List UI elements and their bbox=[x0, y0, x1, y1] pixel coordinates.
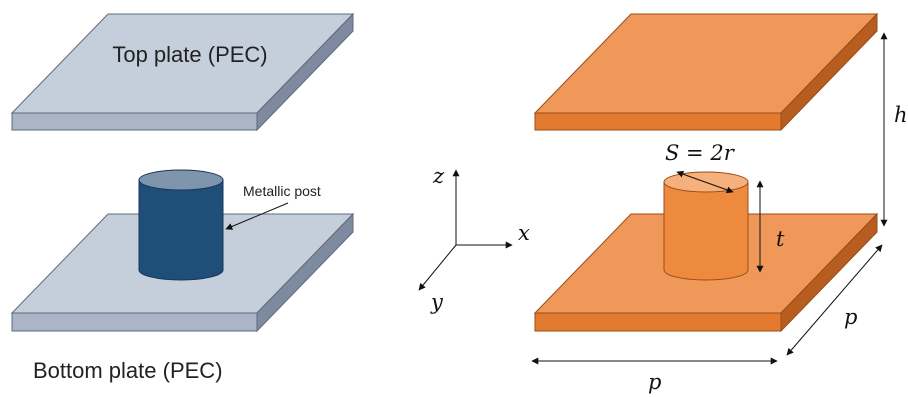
post-callout-arrow bbox=[225, 202, 289, 230]
diameter-label: S = 2r bbox=[665, 141, 736, 165]
metallic-post-blue bbox=[138, 169, 224, 281]
y-axis-line bbox=[418, 244, 457, 291]
metallic-post-blue-top bbox=[138, 169, 224, 191]
bottom-plate-orange-front-face bbox=[534, 312, 782, 332]
period-bottom-label: p bbox=[648, 370, 661, 394]
top-plate-orange bbox=[533, 12, 879, 132]
gap-height-label: h bbox=[894, 103, 908, 127]
coordinate-axes bbox=[418, 169, 513, 291]
top-plate-orange-side-face bbox=[780, 12, 878, 132]
metallic-post-blue-body bbox=[138, 179, 224, 281]
top-plate-label: Top plate (PEC) bbox=[112, 42, 267, 67]
top-plate-grey bbox=[10, 12, 355, 132]
bottom-plate-grey-front-face bbox=[11, 312, 258, 332]
post-label: Metallic post bbox=[243, 183, 321, 199]
top-plate-grey-side-face bbox=[256, 12, 354, 132]
x-axis-label: x bbox=[518, 221, 530, 245]
period-side-label: p bbox=[844, 305, 857, 329]
period-side-arrow bbox=[786, 244, 883, 356]
metallic-post-orange bbox=[663, 171, 749, 281]
post-height-label: t bbox=[776, 227, 785, 251]
bottom-plate-grey-side-face bbox=[256, 212, 354, 333]
top-plate-grey-front-face bbox=[11, 112, 258, 131]
top-plate-orange-front-face bbox=[534, 112, 782, 131]
top-plate-orange-top-face bbox=[533, 13, 879, 114]
metallic-post-orange-body bbox=[663, 181, 749, 281]
diameter-arrow bbox=[676, 170, 734, 194]
z-axis-label: z bbox=[432, 164, 445, 188]
y-axis-label: y bbox=[430, 290, 444, 314]
bottom-plate-label: Bottom plate (PEC) bbox=[33, 358, 223, 383]
